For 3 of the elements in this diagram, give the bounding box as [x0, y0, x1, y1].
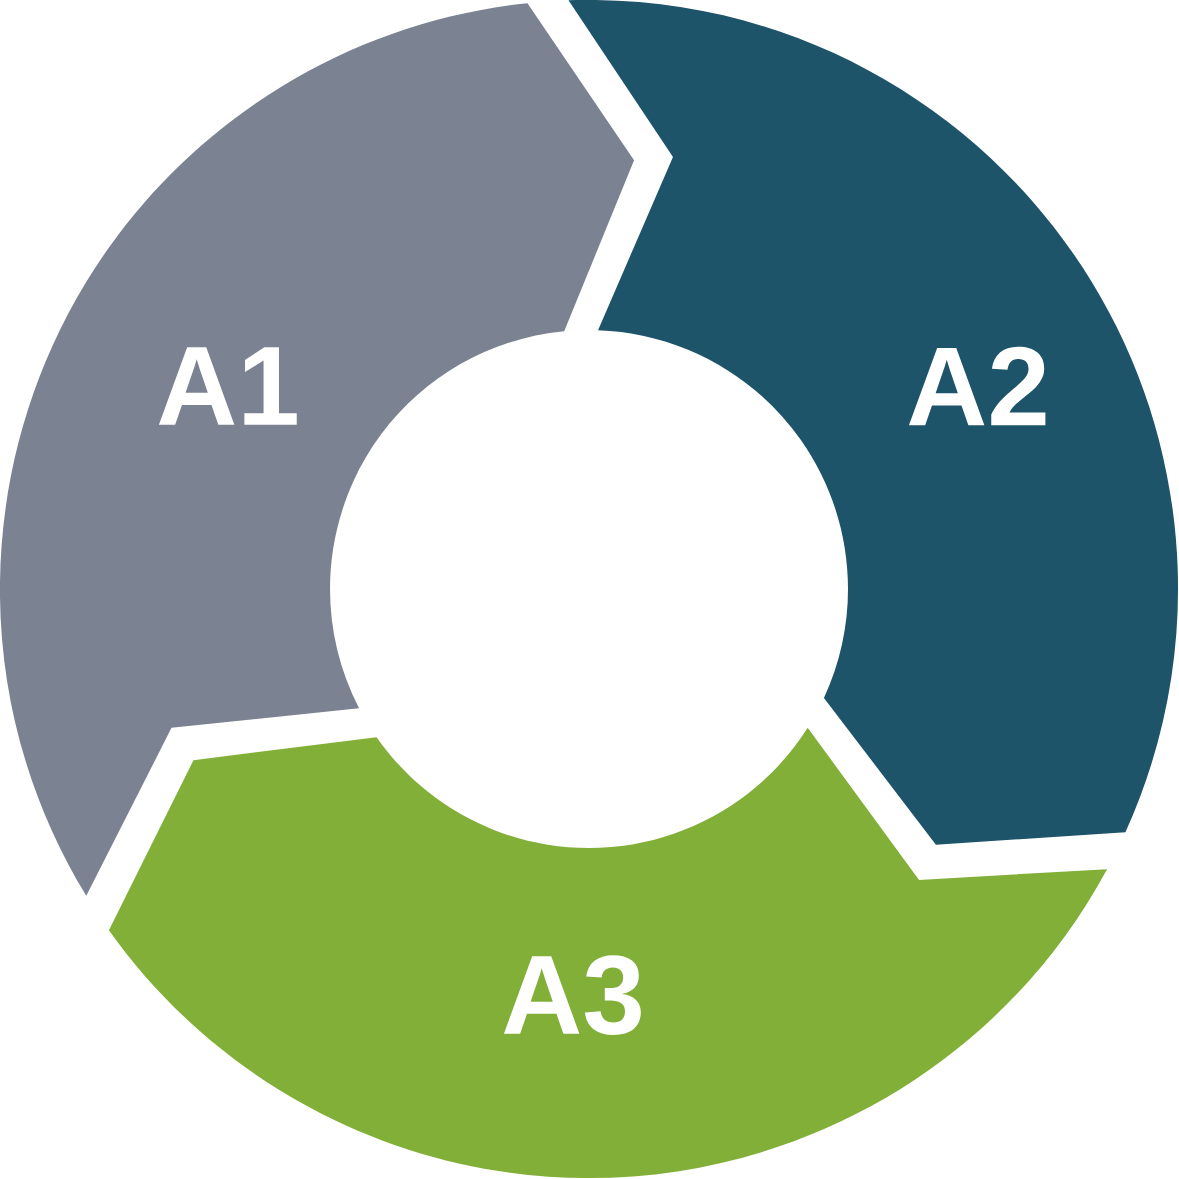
ring-segment: A3 — [108, 727, 1108, 1178]
ring-segment: A2 — [568, 0, 1179, 845]
ring-segment: A1 — [0, 3, 635, 896]
